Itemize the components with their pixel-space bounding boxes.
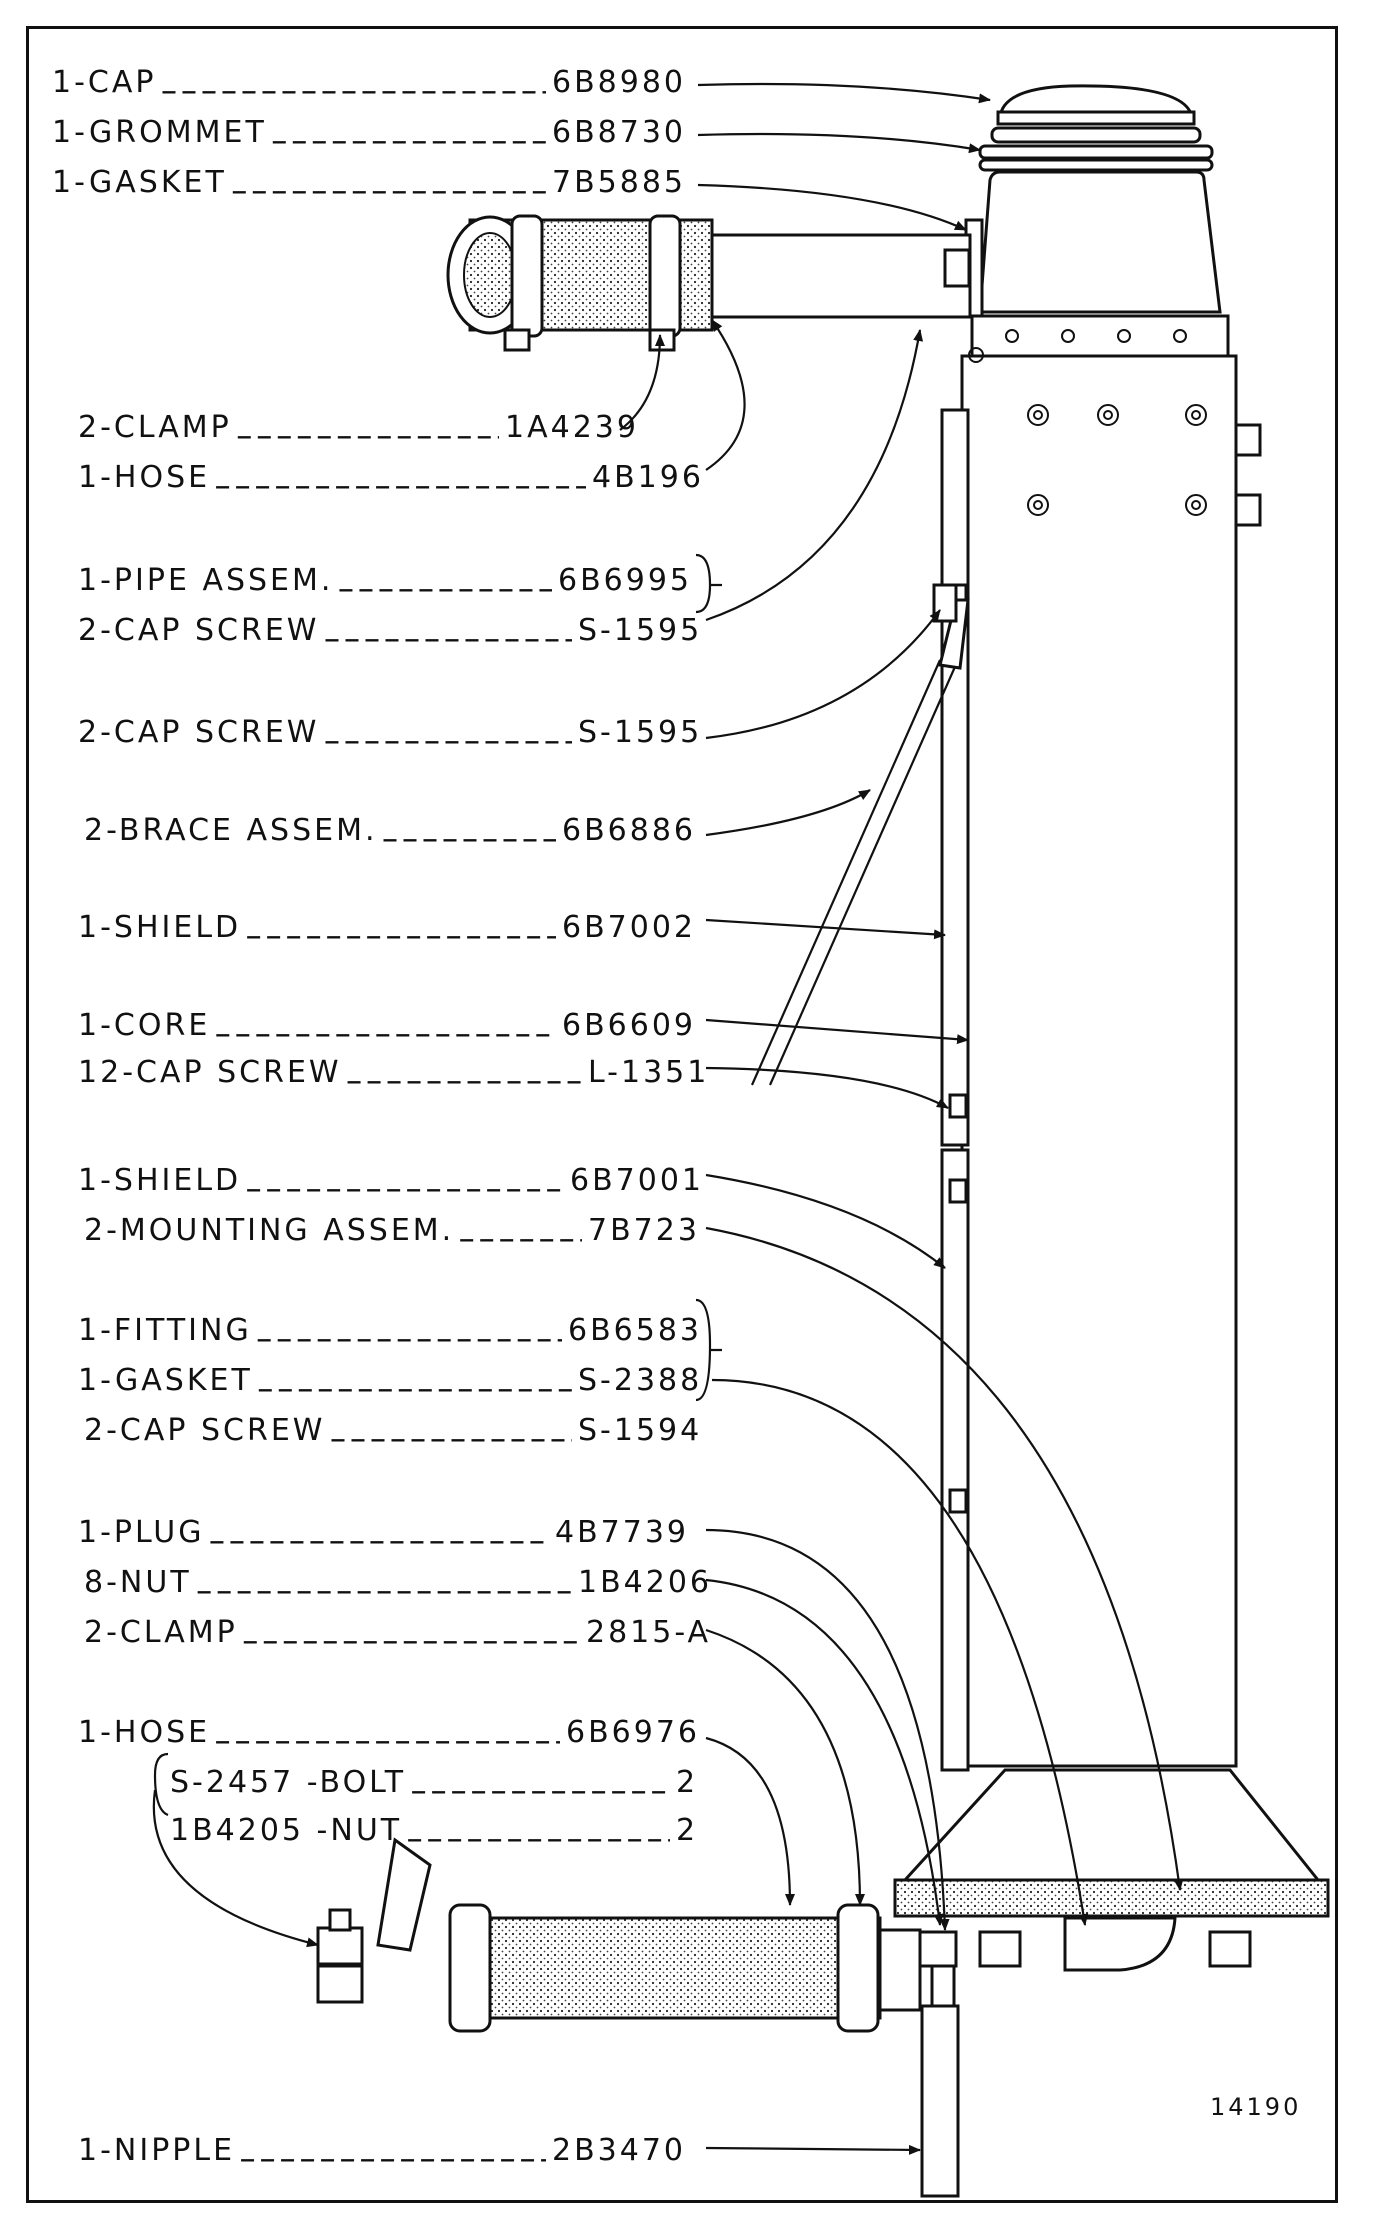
part-label: 2-CLAMP xyxy=(84,1615,238,1650)
part-label: 2-MOUNTING ASSEM. xyxy=(84,1213,454,1248)
part-number: 1B4206 xyxy=(578,1565,712,1600)
part-label: 2-CAP SCREW xyxy=(78,613,319,648)
part-label: 1-HOSE xyxy=(78,460,210,495)
part-number: S-1595 xyxy=(578,613,702,648)
part-label: 1-PIPE ASSEM. xyxy=(78,563,333,598)
part-label: 1-PLUG xyxy=(78,1515,204,1550)
part-label: 1-SHIELD xyxy=(78,910,241,945)
grouping-brackets xyxy=(153,553,722,1817)
part-label: 1-SHIELD xyxy=(78,1163,241,1198)
part-label: 8-NUT xyxy=(84,1565,192,1600)
bottom-tank xyxy=(893,1768,1330,2008)
part-number: S-1594 xyxy=(578,1413,702,1448)
radiator-top-tank xyxy=(964,84,1230,358)
part-number: L-1351 xyxy=(588,1055,709,1090)
part-label: 2-CLAMP xyxy=(78,410,232,445)
part-number: 7B5885 xyxy=(552,165,686,200)
part-number: 6B7001 xyxy=(570,1163,704,1198)
part-number: 6B6886 xyxy=(562,813,696,848)
part-label: 1-GASKET xyxy=(52,165,227,200)
part-label: 1-GASKET xyxy=(78,1363,253,1398)
part-number: 6B8980 xyxy=(552,65,686,100)
part-number: 6B6609 xyxy=(562,1008,696,1043)
part-number: S-1595 xyxy=(578,715,702,750)
part-number: 6B6583 xyxy=(568,1313,702,1348)
figure-number: 14190 xyxy=(1210,2093,1301,2121)
part-number: 2B3470 xyxy=(552,2133,686,2168)
part-number: 1A4239 xyxy=(505,410,639,445)
part-label: 12-CAP SCREW xyxy=(78,1055,342,1090)
braces xyxy=(750,583,970,1086)
side-shields xyxy=(940,408,970,1772)
bolt-and-nut-detail xyxy=(316,1837,432,2004)
bolt-set-qty: 2 xyxy=(676,1765,698,1800)
part-number: 6B8730 xyxy=(552,115,686,150)
part-label: 1-GROMMET xyxy=(52,115,267,150)
bolt-set-qty: 2 xyxy=(676,1813,698,1848)
part-number: 6B6995 xyxy=(558,563,692,598)
part-label: 2-CAP SCREW xyxy=(78,715,319,750)
part-number: 4B7739 xyxy=(555,1515,689,1550)
part-label: 1-NIPPLE xyxy=(78,2133,235,2168)
part-number: 2815-A xyxy=(586,1615,711,1650)
part-number: 7B723 xyxy=(588,1213,700,1248)
diagram-border xyxy=(26,26,1338,2203)
part-labels: 1-CAP 6B8980 1-GROMMET 6B8730 1-GASKET 7… xyxy=(52,65,1301,2168)
dash-leaders xyxy=(162,91,670,2162)
part-number: S-2388 xyxy=(578,1363,702,1398)
part-label: 1-CAP xyxy=(52,65,156,100)
upper-hose-pipe xyxy=(446,214,984,363)
part-label: 2-BRACE ASSEM. xyxy=(84,813,378,848)
drain-nipple xyxy=(920,2004,960,2198)
lower-hose xyxy=(448,1903,922,2033)
part-label: 1-CORE xyxy=(78,1008,210,1043)
part-number: 6B6976 xyxy=(566,1715,700,1750)
part-label: 1-FITTING xyxy=(78,1313,252,1348)
part-number: 6B7002 xyxy=(562,910,696,945)
part-number: 4B196 xyxy=(592,460,704,495)
radiator-core-body xyxy=(960,354,1262,1768)
part-label: 1-HOSE xyxy=(78,1715,210,1750)
bolt-set-label: 1B4205 -NUT xyxy=(170,1813,402,1848)
bolt-set-label: S-2457 -BOLT xyxy=(170,1765,406,1800)
callout-arrows xyxy=(152,82,1184,2155)
part-label: 2-CAP SCREW xyxy=(84,1413,325,1448)
